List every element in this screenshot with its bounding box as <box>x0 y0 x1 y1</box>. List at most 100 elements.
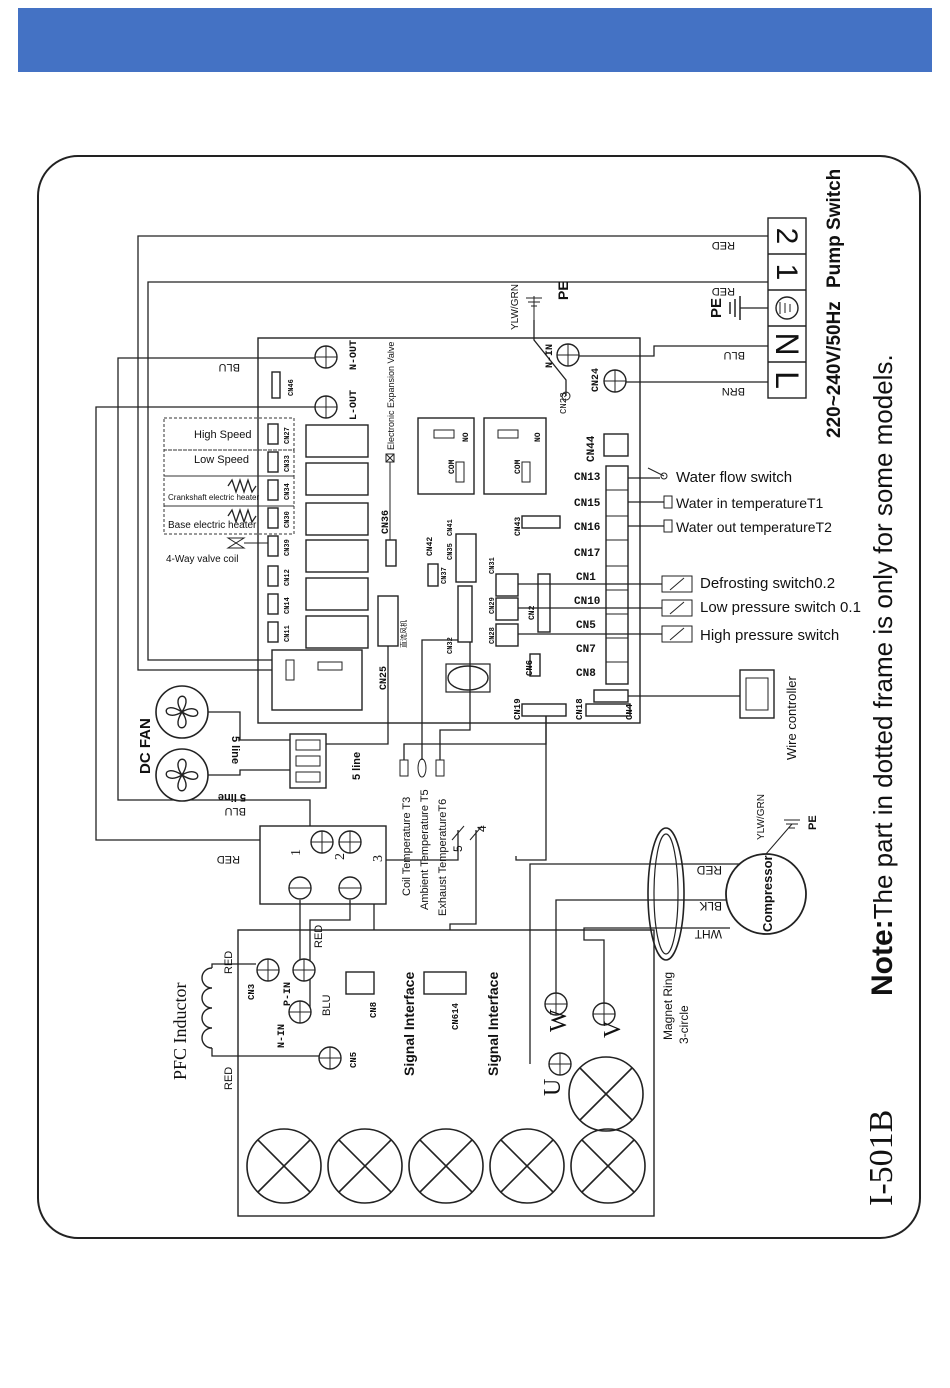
cn34-label: CN34 <box>284 483 292 500</box>
terminal-1-label: 1 <box>770 264 803 281</box>
cn8-driver-connector <box>345 971 375 995</box>
water-in-temp-label: Water in temperatureT1 <box>676 495 824 511</box>
cn2-label: CN2 <box>528 605 537 620</box>
wire-label-red-driver: RED <box>313 925 325 948</box>
reactor-term-1: 1 <box>289 849 304 856</box>
cn7-label: CN7 <box>576 644 596 656</box>
relay-4 <box>305 539 369 573</box>
cn8-driver-label: CN8 <box>369 1002 379 1018</box>
cn16-label: CN16 <box>574 522 600 534</box>
pe-label-comp: PE <box>807 815 819 830</box>
note-text: The part in dotted frame is only for som… <box>868 354 898 919</box>
cn1-label: CN1 <box>576 572 596 584</box>
base-heater-label: Base electric heater <box>168 520 257 531</box>
crankshaft-heater-label: Crankshaft electric heater <box>168 493 259 502</box>
cn12-label: CN12 <box>284 569 292 586</box>
pe-label-top: PE <box>555 281 571 300</box>
dc-fan-label: DC FAN <box>137 718 154 774</box>
cn27-connector <box>267 423 279 445</box>
w-label: W <box>546 1009 572 1032</box>
cn33-label: CN33 <box>284 455 292 472</box>
cn10-label: CN10 <box>574 596 600 608</box>
t5-sensor <box>417 758 427 778</box>
ambient-temp-label: Ambient Temperature T5 <box>419 789 431 910</box>
five-line-label-2: 5 line <box>218 791 246 803</box>
cn29-label: CN29 <box>489 597 497 614</box>
wire-label-red-comp: RED <box>696 863 722 877</box>
wire-label-red-1: RED <box>712 239 735 251</box>
relay-6 <box>305 615 369 649</box>
wire-label-red-2: RED <box>712 285 735 297</box>
cn28-connector <box>495 623 519 647</box>
coil-temp-label: Coil Temperature T3 <box>401 797 413 896</box>
cn12-connector <box>267 565 279 587</box>
cn36-connector <box>385 539 397 567</box>
t6-sensor <box>435 759 445 777</box>
p-in-label: P-IN <box>283 982 294 1006</box>
four-way-valve-symbol <box>226 537 246 549</box>
n-in-driver-label: N-IN <box>277 1024 288 1048</box>
magnet-ring <box>647 827 685 961</box>
cn25-label: CN25 <box>379 666 390 690</box>
pe-terminal-symbol <box>775 296 799 320</box>
reactor-terminal-block <box>259 825 387 905</box>
cn8-label: CN8 <box>576 668 596 680</box>
cn37-connector <box>427 563 439 587</box>
relay-2 <box>305 462 369 496</box>
cn11-label: CN11 <box>284 625 292 642</box>
cn24-label: CN24 <box>591 368 602 392</box>
pump-switch-label: Pump Switch <box>824 169 845 288</box>
bundle-5-label: 5 <box>451 845 465 852</box>
t3-sensor <box>399 759 409 777</box>
cn18-connector <box>593 689 629 703</box>
cn15-label: CN15 <box>574 498 601 510</box>
cn5-driver-label: CN5 <box>349 1052 359 1068</box>
wire-blu-n <box>572 345 770 357</box>
cn32-label: CN32 <box>447 637 455 654</box>
cn43-label: CN43 <box>514 517 523 536</box>
cn30-label: CN30 <box>284 511 292 528</box>
wire-label-red-pfc-1: RED <box>223 951 235 974</box>
relay-no-com-top-1 <box>417 417 475 495</box>
outer-frame <box>37 155 921 1239</box>
cn33-connector <box>267 451 279 473</box>
wire-label-blu-reactor: BLU <box>225 805 246 817</box>
defrosting-switch-symbol <box>661 575 693 593</box>
cn35-label: CN35 <box>447 543 455 560</box>
cn30-connector <box>267 507 279 529</box>
wire-label-wht: WHT <box>694 927 722 941</box>
wire-label-brn: BRN <box>722 385 745 397</box>
cn41-label: CN41 <box>447 519 455 536</box>
base-heater-symbol <box>227 507 257 525</box>
eev-label: Electronic Expansion Valve <box>386 342 396 450</box>
note-label: Note:The part in dotted frame is only fo… <box>866 354 899 996</box>
magnet-ring-label: Magnet Ring <box>661 972 675 1040</box>
wire-controller-box <box>739 669 775 719</box>
no-label-2: NO <box>534 432 543 442</box>
low-pressure-switch-symbol <box>661 599 693 617</box>
four-way-valve-label: 4-Way valve coil <box>166 554 238 565</box>
reactor-term-3: 3 <box>371 855 386 862</box>
cn5-label: CN5 <box>576 620 596 632</box>
wire-red-top-1 <box>137 235 770 671</box>
low-speed-label: Low Speed <box>194 454 249 466</box>
cn36-label: CN36 <box>381 510 392 534</box>
pfc-inductor-label: PFC Inductor <box>170 982 190 1080</box>
bundle-4-label: 4 <box>475 825 489 832</box>
wire-label-blu-driver: BLU <box>321 995 333 1016</box>
signal-interface-label-1: Signal Interface <box>401 972 417 1076</box>
ylw-grn-label-top: YLW/GRN <box>510 284 521 330</box>
cn37-label: CN37 <box>441 567 449 584</box>
wire-blu-nout <box>117 357 316 830</box>
high-speed-label: High Speed <box>194 429 252 441</box>
wire-red-top-2 <box>147 281 770 661</box>
cn4-connector <box>585 703 631 717</box>
cn19-connector <box>521 703 567 717</box>
cn31-connector <box>495 573 519 597</box>
exhaust-temp-label: Exhaust TemperatureT6 <box>437 799 449 916</box>
cn14-connector <box>267 593 279 615</box>
cn27-label: CN27 <box>284 427 292 444</box>
defrosting-switch-label: Defrosting switch0.2 <box>700 575 835 592</box>
relay-no-com-top-2 <box>483 417 547 495</box>
